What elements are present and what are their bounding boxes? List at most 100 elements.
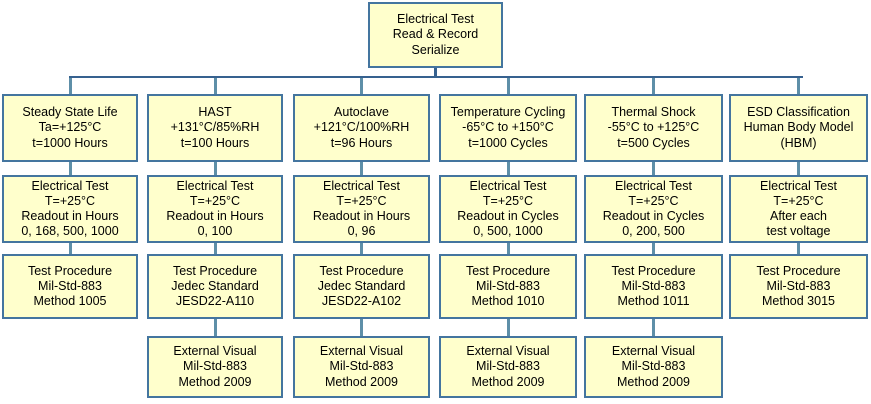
- thermal-shock-electrical-test-box: Electrical Test T=+25°C Readout in Cycle…: [584, 175, 723, 243]
- box-line: Mil-Std-883: [476, 359, 540, 374]
- box-line: Readout in Hours: [166, 209, 264, 223]
- temperature-cycling-external-visual-box: External Visual Mil-Std-883 Method 2009: [439, 336, 577, 398]
- connector-stub: [652, 319, 655, 336]
- box-line: Readout in Hours: [21, 209, 119, 223]
- box-line: Electrical Test: [31, 178, 109, 193]
- box-line: HAST: [198, 105, 232, 120]
- box-line: Mil-Std-883: [38, 278, 102, 293]
- box-line: Autoclave: [334, 105, 389, 120]
- connector-stub: [652, 243, 655, 254]
- box-line: Readout in Hours: [312, 209, 411, 223]
- box-line: Jedec Standard: [171, 278, 259, 293]
- box-line: t=1000 Hours: [32, 135, 108, 150]
- box-line: Readout in Cycles: [457, 209, 559, 223]
- thermal-shock-external-visual-box: External Visual Mil-Std-883 Method 2009: [584, 336, 723, 398]
- box-line: Method 2009: [325, 374, 398, 389]
- connector-stub: [69, 162, 72, 175]
- temperature-cycling-test-procedure-box: Test Procedure Mil-Std-883 Method 1010: [439, 254, 577, 319]
- box-line: Electrical Test: [615, 178, 692, 193]
- box-line: -65°C to +150°C: [462, 120, 554, 135]
- box-line: Mil-Std-883: [766, 278, 831, 293]
- box-line: Method 2009: [617, 374, 690, 389]
- box-line: Mil-Std-883: [183, 359, 247, 374]
- box-line: After each: [770, 209, 827, 223]
- box-line: T=+25°C: [482, 193, 534, 208]
- box-line: T=+25°C: [628, 193, 679, 208]
- box-line: Serialize: [411, 42, 460, 57]
- connector-stub: [214, 162, 217, 175]
- connector-stub: [507, 78, 510, 94]
- box-line: Method 2009: [178, 374, 252, 389]
- box-line: Test Procedure: [172, 263, 258, 278]
- box-line: 0, 168, 500, 1000: [21, 224, 119, 239]
- box-line: Human Body Model: [743, 120, 854, 135]
- connector-stub: [507, 319, 510, 336]
- box-line: Test Procedure: [465, 263, 551, 278]
- box-line: Mil-Std-883: [621, 359, 686, 374]
- box-line: 0, 96: [347, 224, 376, 239]
- connector-stub: [507, 243, 510, 254]
- autoclave-stress-box: Autoclave +121°C/100%RH t=96 Hours: [293, 94, 430, 162]
- box-line: Mil-Std-883: [329, 359, 394, 374]
- box-line: test voltage: [766, 224, 831, 239]
- box-line: Method 1011: [617, 294, 690, 309]
- steady-state-life-electrical-test-box: Electrical Test T=+25°C Readout in Hours…: [2, 175, 138, 243]
- box-line: Readout in Cycles: [602, 209, 705, 223]
- box-line: External Visual: [466, 344, 550, 359]
- connector-stub: [360, 319, 363, 336]
- box-line: Read & Record: [392, 27, 479, 42]
- connector-stub: [360, 243, 363, 254]
- connector-stub: [69, 78, 72, 94]
- connector-stub: [652, 162, 655, 175]
- box-line: Thermal Shock: [611, 105, 696, 120]
- box-line: +121°C/100%RH: [313, 120, 410, 135]
- box-line: Method 1005: [33, 294, 107, 309]
- box-line: t=500 Cycles: [617, 135, 690, 150]
- box-line: Method 3015: [762, 294, 835, 309]
- esd-classification-electrical-test-box: Electrical Test T=+25°C After each test …: [729, 175, 868, 243]
- box-line: T=+25°C: [44, 193, 96, 208]
- box-line: +131°C/85%RH: [170, 120, 260, 135]
- box-line: Ta=+125°C: [38, 120, 102, 135]
- box-line: Jedec Standard: [317, 278, 406, 293]
- hast-stress-box: HAST +131°C/85%RH t=100 Hours: [147, 94, 283, 162]
- temperature-cycling-stress-box: Temperature Cycling -65°C to +150°C t=10…: [439, 94, 577, 162]
- box-line: T=+25°C: [189, 193, 241, 208]
- box-line: 0, 500, 1000: [473, 224, 543, 239]
- connector-stub: [507, 162, 510, 175]
- box-line: JESD22-A102: [321, 294, 402, 309]
- box-line: Steady State Life: [22, 105, 118, 120]
- connector-stub: [652, 78, 655, 94]
- box-line: Electrical Test: [760, 178, 837, 193]
- box-line: 0, 200, 500: [622, 224, 685, 239]
- box-line: Electrical Test: [323, 178, 400, 193]
- box-line: Electrical Test: [469, 178, 547, 193]
- steady-state-life-stress-box: Steady State Life Ta=+125°C t=1000 Hours: [2, 94, 138, 162]
- box-line: -55°C to +125°C: [607, 120, 700, 135]
- hast-electrical-test-box: Electrical Test T=+25°C Readout in Hours…: [147, 175, 283, 243]
- connector-stub: [214, 319, 217, 336]
- box-line: (HBM): [780, 135, 817, 150]
- connector-stub: [360, 162, 363, 175]
- connector-bus: [69, 76, 803, 78]
- box-line: Test Procedure: [27, 263, 113, 278]
- box-line: Method 1010: [471, 294, 545, 309]
- box-line: External Visual: [611, 344, 696, 359]
- box-line: JESD22-A110: [175, 294, 255, 309]
- box-line: t=96 Hours: [330, 135, 393, 150]
- autoclave-electrical-test-box: Electrical Test T=+25°C Readout in Hours…: [293, 175, 430, 243]
- connector-trunk: [434, 68, 437, 77]
- connector-stub: [797, 162, 800, 175]
- hast-external-visual-box: External Visual Mil-Std-883 Method 2009: [147, 336, 283, 398]
- connector-stub: [360, 78, 363, 94]
- box-line: T=+25°C: [336, 193, 387, 208]
- box-line: Electrical Test: [176, 178, 254, 193]
- hast-test-procedure-box: Test Procedure Jedec Standard JESD22-A11…: [147, 254, 283, 319]
- box-line: t=100 Hours: [180, 135, 250, 150]
- connector-stub: [797, 78, 800, 94]
- temperature-cycling-electrical-test-box: Electrical Test T=+25°C Readout in Cycle…: [439, 175, 577, 243]
- autoclave-external-visual-box: External Visual Mil-Std-883 Method 2009: [293, 336, 430, 398]
- box-line: Method 2009: [471, 374, 545, 389]
- box-line: ESD Classification: [747, 105, 850, 120]
